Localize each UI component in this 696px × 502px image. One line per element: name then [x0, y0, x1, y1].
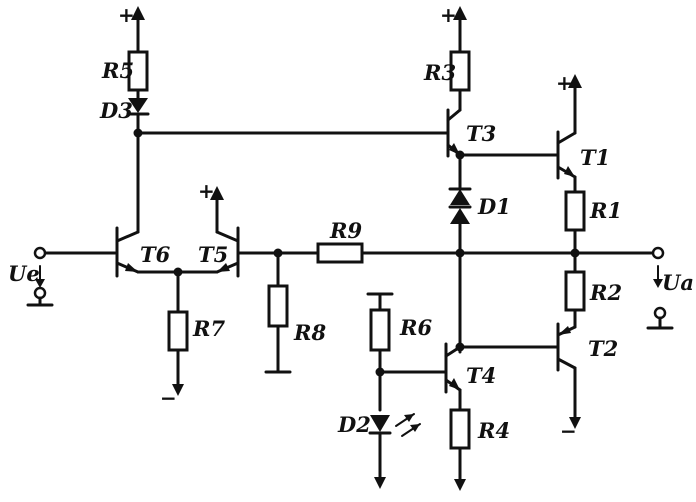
label-r4: R4 — [477, 418, 510, 443]
plus-sign-t1: + — [556, 71, 573, 95]
r8-branch: R8 — [264, 248, 326, 374]
label-r6: R6 — [399, 315, 432, 340]
transistor-t5: T5 + — [198, 179, 240, 278]
label-t3: T3 — [466, 121, 496, 146]
led-d2 — [370, 415, 390, 432]
left-column: + R5 D3 — [99, 3, 450, 234]
plus-sign-t5: + — [198, 179, 215, 203]
t3-stage: + R3 T3 — [423, 3, 560, 191]
label-u-out: Ua — [662, 270, 694, 295]
minus-sign-t2: − — [560, 419, 577, 443]
label-t1: T1 — [580, 145, 610, 170]
label-t4: T4 — [466, 363, 496, 388]
minus-sign-r7: − — [160, 386, 177, 410]
label-d3: D3 — [99, 98, 133, 123]
input-terminal: Ue — [8, 246, 54, 307]
label-r5: R5 — [101, 58, 134, 83]
r6-d2-branch: R6 D2 — [337, 292, 448, 489]
diode-d1 — [450, 189, 470, 205]
output-terminal: Ua — [646, 246, 694, 330]
resistor-r1 — [564, 190, 586, 232]
label-r7: R7 — [192, 316, 225, 341]
diode-d3 — [128, 98, 148, 113]
plus-sign-r3: + — [440, 3, 457, 27]
label-t5: T5 — [198, 242, 228, 267]
label-d2: D2 — [337, 412, 371, 437]
label-t2: T2 — [588, 336, 618, 361]
label-r9: R9 — [329, 218, 362, 243]
label-r3: R3 — [423, 60, 456, 85]
resistor-r9 — [316, 242, 364, 264]
label-r2: R2 — [589, 280, 622, 305]
t1-stage: T1 + R1 — [556, 71, 622, 258]
label-u-in: Ue — [8, 261, 40, 286]
transistor-t6: T6 — [115, 226, 171, 278]
label-t6: T6 — [140, 242, 171, 267]
plus-sign-left: + — [118, 3, 135, 27]
label-d1: D1 — [477, 194, 511, 219]
t4-stage: T4 R4 — [444, 342, 510, 491]
r9-branch: R9 — [316, 218, 364, 264]
resistor-r2 — [564, 270, 586, 312]
resistor-r6 — [369, 308, 391, 352]
emitter-tail: R7 − — [136, 267, 225, 410]
resistor-r4 — [449, 408, 471, 450]
t2-stage: R2 T2 − — [556, 251, 622, 443]
resistor-r8 — [267, 284, 289, 328]
resistor-r7 — [167, 310, 189, 352]
label-r8: R8 — [293, 320, 326, 345]
label-r1: R1 — [589, 198, 622, 223]
d1-branch: D1 — [448, 187, 560, 354]
